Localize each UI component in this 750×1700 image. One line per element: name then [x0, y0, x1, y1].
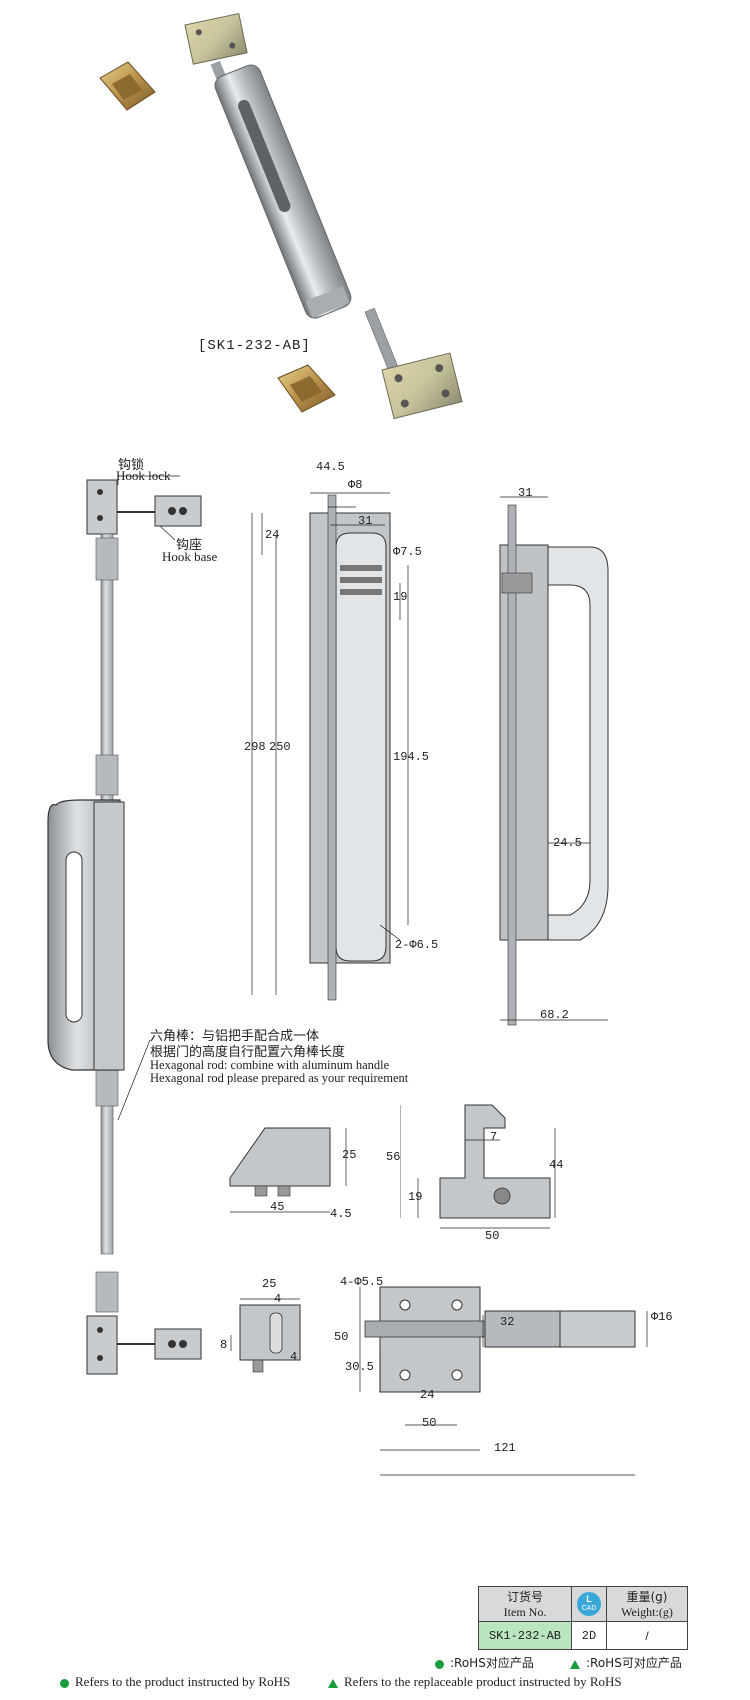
side-view-drawing — [499, 496, 609, 1026]
dim-121: 121 — [494, 1441, 516, 1455]
item-no-cell: SK1-232-AB — [478, 1621, 572, 1650]
dim-phi8: Φ8 — [348, 478, 363, 492]
dim-68-2: 68.2 — [540, 1008, 569, 1022]
dim-4-phi5-5: 4-Φ5.5 — [340, 1275, 384, 1289]
hook-lock-label-cn: 钩锁 — [118, 458, 145, 473]
dim-298: 298 — [244, 740, 266, 754]
handle-body — [214, 64, 352, 319]
hook-base-photo-top — [99, 61, 156, 111]
hook-base-photo-bottom — [277, 364, 336, 413]
dim-50-hook: 50 — [485, 1229, 500, 1243]
dim-31-side: 31 — [518, 486, 533, 500]
dim-4-5: 4.5 — [330, 1207, 352, 1221]
product-caption: [SK1-232-AB] — [198, 338, 311, 354]
rohs-triangle-icon — [570, 1659, 580, 1669]
dim-25-base: 25 — [342, 1148, 357, 1162]
dim-phi16: Φ16 — [651, 1310, 673, 1324]
header-item-no: 订货号 Item No. — [478, 1586, 572, 1622]
rohs-triangle-icon-en — [328, 1678, 338, 1688]
rohs-dot-icon-en — [60, 1678, 69, 1688]
hex-rod-cn-1: 六角棒：与铝把手配合成一体 — [150, 1029, 320, 1044]
dim-2-phi6-5: 2-Φ6.5 — [395, 938, 439, 952]
spec-table: 订货号 Item No. L CAD 重量(g) Weight:(g) SK1-… — [478, 1586, 688, 1650]
header-cad: L CAD — [571, 1586, 607, 1622]
dim-50-plate-h: 50 — [422, 1416, 437, 1430]
top-hook-plate — [184, 12, 248, 65]
rohs-dot-icon — [435, 1659, 444, 1669]
dim-19: 19 — [393, 590, 408, 604]
hook-base-label-cn: 钩座 — [176, 538, 203, 553]
dim-31-front: 31 — [358, 514, 373, 528]
dim-4-small-a: 4 — [274, 1292, 282, 1306]
product-photo — [99, 12, 463, 420]
dim-32: 32 — [500, 1315, 515, 1329]
legend-rohs-cn: :RoHS对应产品 — [435, 1654, 534, 1671]
dim-4-small-b: 4 — [290, 1350, 298, 1364]
dim-45: 45 — [270, 1200, 285, 1214]
hex-rod-cn-2: 根据门的高度自行配置六角棒长度 — [150, 1045, 346, 1060]
dim-24: 24 — [265, 528, 280, 542]
small-bracket-drawing — [230, 1298, 301, 1373]
dim-24-5: 24.5 — [553, 836, 582, 850]
front-view-drawing — [251, 492, 409, 1001]
dim-30-5: 30.5 — [345, 1360, 374, 1374]
dim-7: 7 — [490, 1130, 498, 1144]
assembly-drawing — [47, 475, 202, 1375]
legend-rohs-en: Refers to the product instructed by RoHS — [60, 1674, 290, 1690]
legend-rohs-replace-en: Refers to the replaceable product instru… — [328, 1674, 622, 1690]
hook-base-drawing — [229, 1127, 347, 1213]
dim-44-5: 44.5 — [316, 460, 345, 474]
header-weight: 重量(g) Weight:(g) — [606, 1586, 688, 1622]
dim-44: 44 — [549, 1158, 564, 1172]
hook-drawing — [400, 1104, 556, 1229]
dim-56: 56 — [386, 1150, 401, 1164]
lock-plate-drawing — [359, 1286, 648, 1476]
dim-19-hook: 19 — [408, 1190, 423, 1204]
cad-icon: L CAD — [577, 1592, 601, 1616]
hook-lock-label-en: Hook lock — [116, 468, 171, 483]
dim-25-small: 25 — [262, 1277, 277, 1291]
dim-50-plate-v: 50 — [334, 1330, 349, 1344]
dim-194-5: 194.5 — [393, 750, 430, 764]
legend-rohs-replace-cn: :RoHS可对应产品 — [570, 1654, 682, 1671]
spec-table-row: SK1-232-AB 2D / — [478, 1621, 688, 1650]
hook-base-label-en: Hook base — [162, 549, 218, 564]
dim-250: 250 — [269, 740, 291, 754]
hex-rod-en-1: Hexagonal rod: combine with aluminum han… — [150, 1058, 390, 1072]
hex-rod-en-2: Hexagonal rod please prepared as your re… — [150, 1071, 409, 1085]
dim-24-plate: 24 — [420, 1388, 435, 1402]
dim-8-small: 8 — [220, 1338, 228, 1352]
cad-cell: 2D — [571, 1621, 607, 1650]
bottom-hook-plate — [381, 352, 463, 420]
spec-table-header: 订货号 Item No. L CAD 重量(g) Weight:(g) — [478, 1586, 688, 1622]
dim-phi7-5: Φ7.5 — [393, 545, 422, 559]
weight-cell: / — [606, 1621, 688, 1650]
